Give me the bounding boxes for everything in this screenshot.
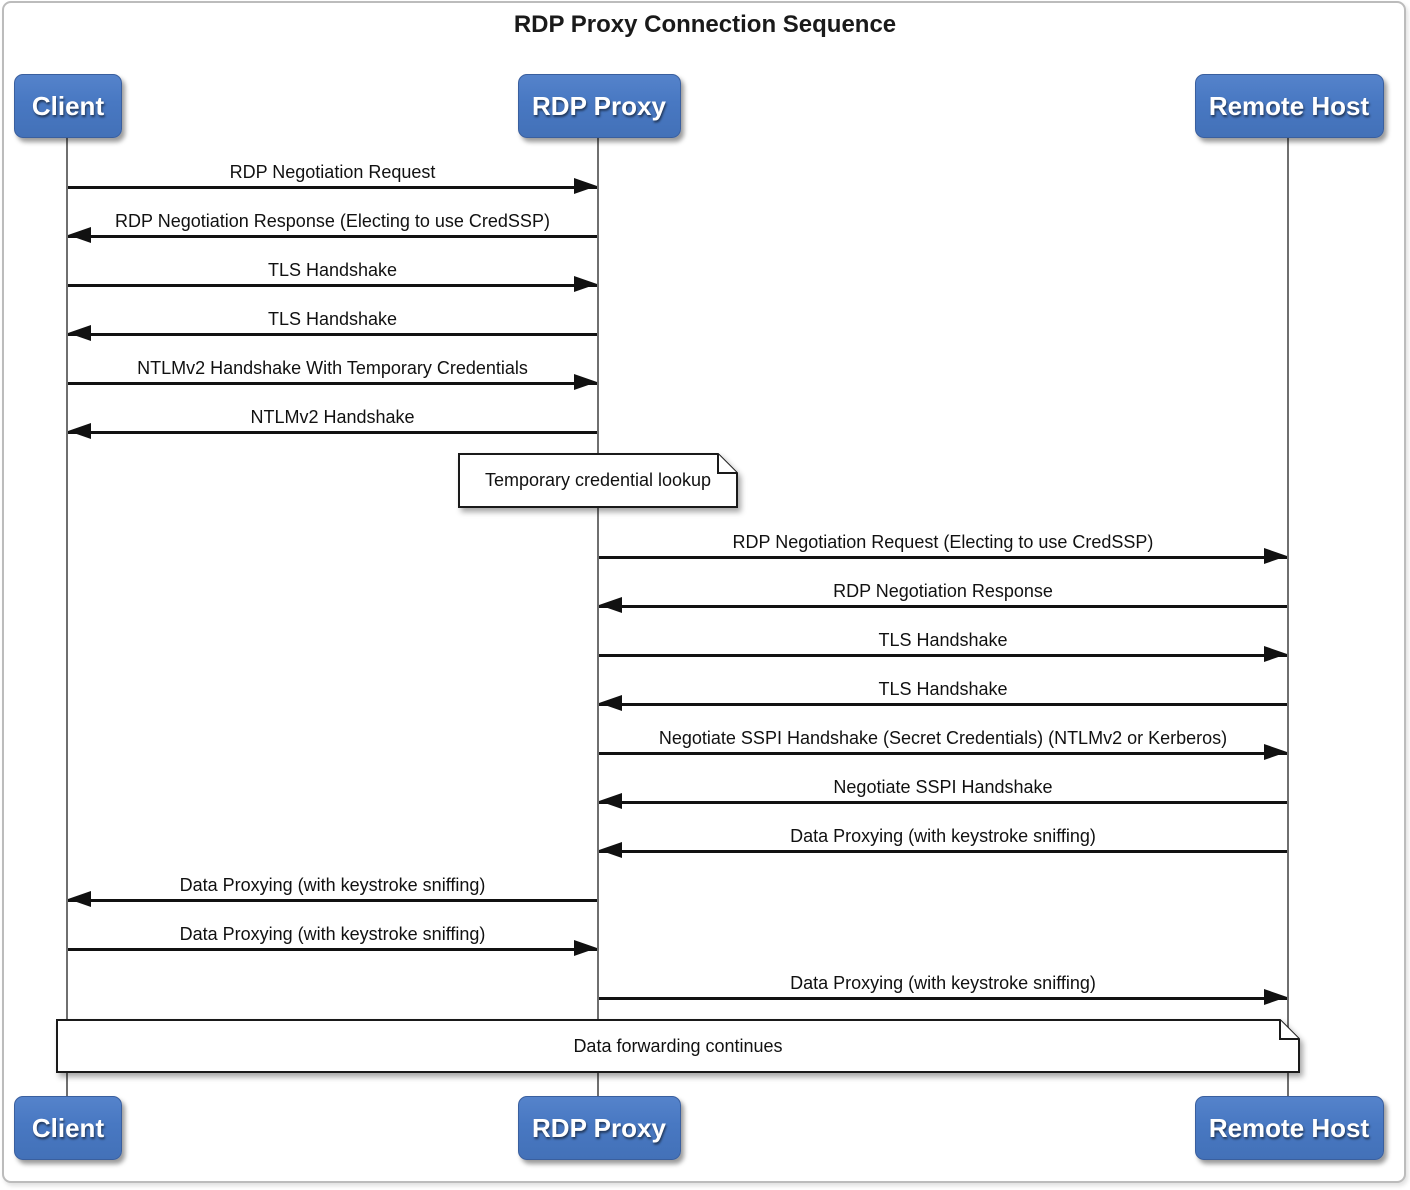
message-label: TLS Handshake bbox=[267, 309, 398, 329]
message-label: Negotiate SSPI Handshake bbox=[833, 777, 1053, 797]
message-label: NTLMv2 Handshake bbox=[250, 407, 415, 427]
message-line bbox=[68, 235, 597, 238]
message-line bbox=[599, 801, 1287, 804]
actor-box-rdp-proxy-bottom: RDP Proxy bbox=[517, 1096, 681, 1160]
arrowhead-icon bbox=[574, 276, 597, 292]
note-shape bbox=[458, 453, 738, 508]
actor-label-client: Client bbox=[31, 90, 105, 121]
message-label: RDP Negotiation Request bbox=[229, 162, 436, 182]
actor-label-remote-host: Remote Host bbox=[1208, 1112, 1370, 1143]
message-label: Data Proxying (with keystroke sniffing) bbox=[790, 973, 1096, 993]
message-line bbox=[68, 899, 597, 902]
arrowhead-icon bbox=[574, 374, 597, 390]
message-label: Negotiate SSPI Handshake (Secret Credent… bbox=[658, 728, 1228, 748]
message-line bbox=[599, 556, 1287, 559]
message-line bbox=[599, 850, 1287, 853]
message-label: Data Proxying (with keystroke sniffing) bbox=[179, 875, 486, 895]
message-line bbox=[68, 431, 597, 434]
actor-label-rdp-proxy: RDP Proxy bbox=[532, 1112, 666, 1143]
message-line bbox=[599, 752, 1287, 755]
arrowhead-icon bbox=[1264, 989, 1287, 1005]
lifeline-remote-host bbox=[1287, 136, 1289, 1096]
note-label: Temporary credential lookup bbox=[484, 470, 712, 490]
message-line bbox=[68, 382, 597, 385]
message-label: RDP Negotiation Response (Electing to us… bbox=[115, 211, 550, 231]
message-line bbox=[68, 186, 597, 189]
actor-box-remote-host-bottom: Remote Host bbox=[1194, 1096, 1384, 1160]
message-label: TLS Handshake bbox=[878, 679, 1008, 699]
actor-label-client: Client bbox=[31, 1112, 105, 1143]
message-line bbox=[599, 997, 1287, 1000]
message-label: RDP Negotiation Response bbox=[833, 581, 1053, 601]
arrowhead-icon bbox=[599, 793, 622, 809]
arrowhead-icon bbox=[1264, 744, 1287, 760]
arrowhead-icon bbox=[68, 423, 91, 439]
arrowhead-icon bbox=[574, 178, 597, 194]
actor-box-rdp-proxy-top: RDP Proxy bbox=[517, 74, 681, 138]
message-line bbox=[599, 703, 1287, 706]
arrowhead-icon bbox=[68, 891, 91, 907]
actor-label-rdp-proxy: RDP Proxy bbox=[532, 90, 666, 121]
arrowhead-icon bbox=[599, 695, 622, 711]
message-label: Data Proxying (with keystroke sniffing) bbox=[179, 924, 486, 944]
arrowhead-icon bbox=[599, 597, 622, 613]
message-line bbox=[599, 605, 1287, 608]
message-line bbox=[68, 284, 597, 287]
message-label: Data Proxying (with keystroke sniffing) bbox=[790, 826, 1096, 846]
message-line bbox=[599, 654, 1287, 657]
note-credential-lookup: Temporary credential lookup bbox=[458, 453, 738, 508]
note-data-forwarding: Data forwarding continues bbox=[56, 1019, 1300, 1073]
arrowhead-icon bbox=[574, 940, 597, 956]
message-label: NTLMv2 Handshake With Temporary Credenti… bbox=[137, 358, 528, 378]
message-label: TLS Handshake bbox=[878, 630, 1008, 650]
note-shape bbox=[56, 1019, 1300, 1073]
actor-box-remote-host-top: Remote Host bbox=[1194, 74, 1384, 138]
arrowhead-icon bbox=[1264, 646, 1287, 662]
arrowhead-icon bbox=[599, 842, 622, 858]
actor-label-remote-host: Remote Host bbox=[1208, 90, 1370, 121]
message-label: RDP Negotiation Request (Electing to use… bbox=[732, 532, 1154, 552]
note-label: Data forwarding continues bbox=[573, 1035, 783, 1056]
diagram-title: RDP Proxy Connection Sequence bbox=[513, 11, 897, 38]
message-label: TLS Handshake bbox=[267, 260, 398, 280]
lifeline-rdp-proxy bbox=[597, 136, 599, 1096]
arrowhead-icon bbox=[68, 227, 91, 243]
lifeline-client bbox=[66, 136, 68, 1096]
actor-box-client-top: Client bbox=[14, 74, 122, 138]
arrowhead-icon bbox=[1264, 548, 1287, 564]
message-line bbox=[68, 948, 597, 951]
actor-box-client-bottom: Client bbox=[14, 1096, 122, 1160]
message-line bbox=[68, 333, 597, 336]
arrowhead-icon bbox=[68, 325, 91, 341]
